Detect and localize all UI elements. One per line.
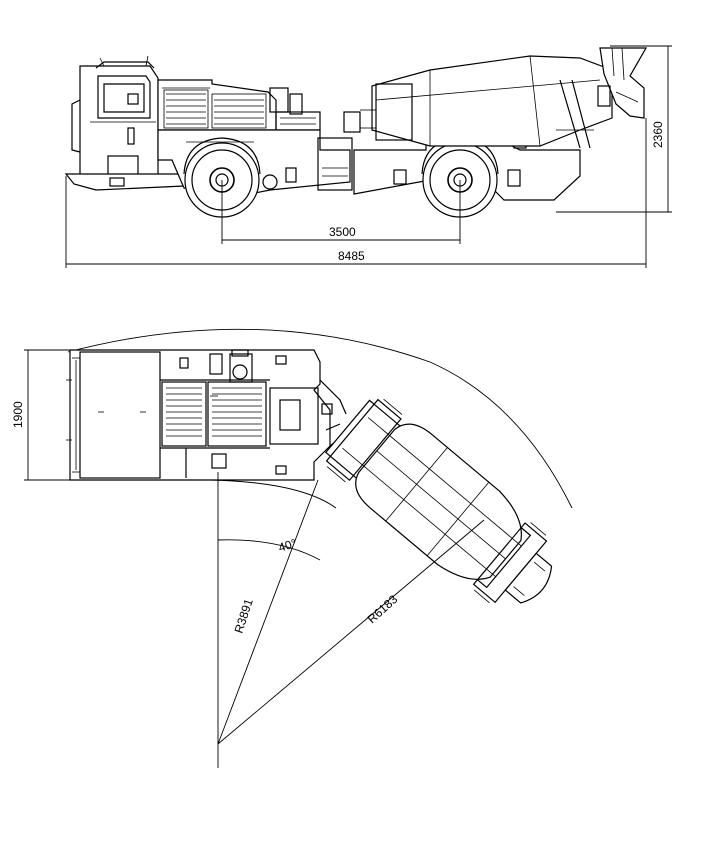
turning-geometry bbox=[209, 472, 485, 768]
inner-radius-label: R3891 bbox=[232, 597, 256, 635]
side-view: 3500 8485 2360 bbox=[64, 45, 672, 268]
articulation-angle-label: 40° bbox=[277, 536, 299, 555]
width-label: 1900 bbox=[11, 401, 25, 428]
engine-hood-side bbox=[157, 79, 321, 131]
outer-sweep-arc bbox=[67, 328, 573, 509]
cab-top bbox=[66, 351, 161, 479]
height-label: 2360 bbox=[651, 121, 665, 148]
width-dimension-lines bbox=[24, 349, 70, 481]
top-fittings bbox=[179, 349, 333, 475]
outer-radius-label: R6183 bbox=[365, 592, 401, 626]
discharge-chute-side bbox=[597, 47, 648, 119]
side-dimension-lines bbox=[65, 45, 672, 268]
mixer-drum-side bbox=[343, 55, 613, 149]
front-bumper bbox=[64, 173, 185, 191]
top-view: 1900 40° R3891 R6183 bbox=[11, 328, 573, 768]
overall-length-label: 8485 bbox=[338, 249, 365, 263]
cab-side bbox=[71, 55, 159, 177]
wheelbase-label: 3500 bbox=[329, 225, 356, 239]
rear-unit-top bbox=[324, 398, 553, 604]
